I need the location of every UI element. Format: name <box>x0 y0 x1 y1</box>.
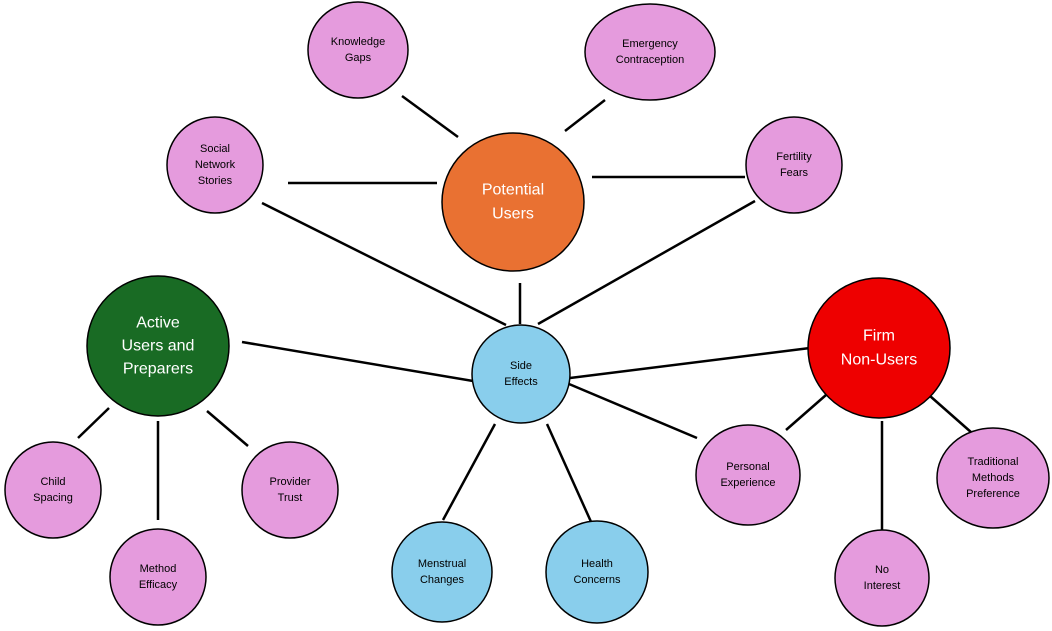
node-active-users-circle <box>86 275 230 417</box>
node-active-users-label-3: Preparers <box>123 361 193 378</box>
edge-active-provider <box>206 410 249 447</box>
node-fertility-fears-label-2: Fears <box>780 167 809 179</box>
node-knowledge-gaps-circle <box>307 1 409 99</box>
edge-side-health <box>545 423 594 525</box>
node-fertility-fears-circle <box>745 116 843 214</box>
node-knowledge-gaps-label-2: Gaps <box>345 52 372 64</box>
node-menstrual-changes-label-2: Changes <box>420 574 465 586</box>
node-child-spacing-label-2: Spacing <box>33 492 73 504</box>
node-firm-non-users-circle <box>807 277 951 419</box>
node-no-interest-label-1: No <box>875 564 889 576</box>
node-potential-users-circle <box>441 132 585 272</box>
node-firm-non-users-label-1: Firm <box>863 328 895 345</box>
edge-fertility-side <box>537 199 756 326</box>
node-active-users-label-1: Active <box>136 315 180 332</box>
edge-firm-side <box>569 346 811 380</box>
edge-firm-personal <box>785 394 827 431</box>
node-traditional-methods-label-3: Preference <box>966 488 1020 500</box>
node-fertility-fears-label-1: Fertility <box>776 151 812 163</box>
node-health-concerns-label-2: Concerns <box>573 574 621 586</box>
node-provider-trust-label-2: Trust <box>278 492 303 504</box>
node-menstrual-changes-label-1: Menstrual <box>418 558 466 570</box>
edge-firm-traditional <box>929 395 973 434</box>
node-emergency-contraception-label-2: Contraception <box>616 54 685 66</box>
edge-active-child <box>77 407 110 439</box>
node-emergency-contraception-circle <box>584 3 716 101</box>
edge-social-side <box>261 201 507 327</box>
node-child-spacing-label-1: Child <box>40 476 65 488</box>
node-provider-trust-label-1: Provider <box>270 476 311 488</box>
node-social-network-stories-label-1: Social <box>200 143 230 155</box>
node-health-concerns-circle <box>545 520 649 624</box>
node-personal-experience-circle <box>695 424 801 526</box>
edges <box>77 94 973 530</box>
edge-potential-emergency <box>564 99 606 132</box>
node-firm-non-users-label-2: Non-Users <box>841 352 917 369</box>
edge-potential-knowledge <box>401 94 459 139</box>
node-no-interest-circle <box>834 529 930 627</box>
node-menstrual-changes-circle <box>391 521 493 623</box>
node-social-network-stories-circle <box>166 116 264 214</box>
node-potential-users-label-2: Users <box>492 206 534 223</box>
node-active-users-label-2: Users and <box>122 338 195 355</box>
node-traditional-methods-circle <box>936 427 1050 529</box>
node-social-network-stories-label-3: Stories <box>198 175 233 187</box>
node-side-effects-label-1: Side <box>510 360 532 372</box>
node-personal-experience-label-2: Experience <box>720 477 775 489</box>
node-personal-experience-label-1: Personal <box>726 461 769 473</box>
node-side-effects-circle <box>471 324 571 424</box>
node-social-network-stories-label-2: Network <box>195 159 236 171</box>
node-traditional-methods-label-1: Traditional <box>968 456 1019 468</box>
node-emergency-contraception-label-1: Emergency <box>622 38 678 50</box>
node-child-spacing-circle <box>4 441 102 539</box>
node-potential-users-label-1: Potential <box>482 182 544 199</box>
node-provider-trust-circle <box>241 441 339 539</box>
node-method-efficacy-label-1: Method <box>140 563 177 575</box>
node-traditional-methods-label-2: Methods <box>972 472 1015 484</box>
edge-side-personal <box>568 382 698 440</box>
node-no-interest-label-2: Interest <box>864 580 901 592</box>
edge-active-side <box>241 340 474 383</box>
node-method-efficacy-circle <box>109 528 207 626</box>
node-side-effects-label-2: Effects <box>504 376 538 388</box>
node-health-concerns-label-1: Health <box>581 558 613 570</box>
edge-side-menstrual <box>441 423 497 521</box>
node-method-efficacy-label-2: Efficacy <box>139 579 178 591</box>
node-knowledge-gaps-label-1: Knowledge <box>331 36 385 48</box>
